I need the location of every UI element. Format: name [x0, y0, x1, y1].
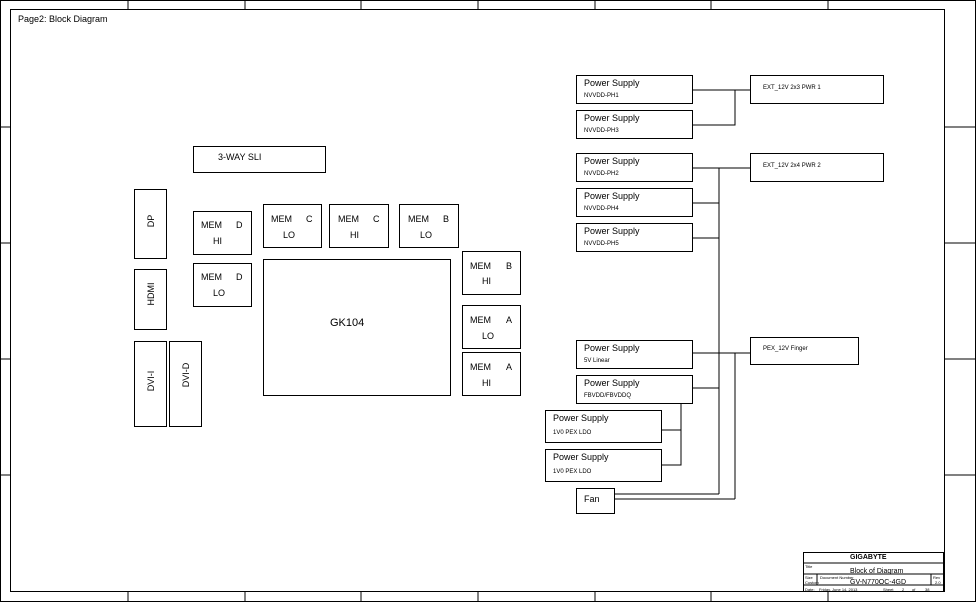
title-label: Title	[805, 564, 813, 569]
power-supply-rail: 1V0 PEX LDO	[553, 430, 592, 436]
power-supply-title: Power Supply	[553, 452, 609, 462]
power-supply-1v0-pex-ldo-2: Power Supply 1V0 PEX LDO	[545, 449, 662, 482]
mem-label: MEM	[338, 214, 359, 224]
mem-bank: HI	[213, 236, 222, 246]
title-block-lines	[803, 562, 944, 586]
power-supply-nvvdd-ph3: Power Supply NVVDD-PH3	[576, 110, 693, 139]
ext-12v-2x4-pwr2: EXT_12V 2x4 PWR 2	[750, 153, 884, 182]
connector-dvi-i: DVI-I	[134, 341, 167, 427]
power-supply-title: Power Supply	[584, 78, 640, 88]
size-value: Custom	[805, 580, 819, 585]
mem-label: MEM	[470, 261, 491, 271]
sheet-label: Sheet	[883, 587, 894, 592]
mem-c-hi: MEM C HI	[329, 204, 389, 248]
mem-b-lo: MEM B LO	[399, 204, 459, 248]
ext-12v-2x3-pwr1: EXT_12V 2x3 PWR 1	[750, 75, 884, 104]
size-label: Size	[805, 575, 813, 580]
power-supply-rail: 5V Linear	[584, 358, 610, 364]
fan-label: Fan	[584, 494, 600, 504]
mem-letter: C	[373, 214, 380, 224]
mem-letter: B	[506, 261, 513, 271]
mem-a-lo: MEM A LO	[462, 305, 521, 349]
mem-label: MEM	[408, 214, 429, 224]
mem-letter: D	[236, 272, 243, 282]
sheet-total: 38	[925, 587, 930, 592]
connector-hdmi: HDMI	[134, 269, 167, 330]
power-supply-rail: NVVDD-PH1	[584, 93, 619, 99]
power-supply-title: Power Supply	[584, 226, 640, 236]
mem-bank: LO	[420, 230, 433, 240]
power-supply-title: Power Supply	[553, 413, 609, 423]
power-supply-title: Power Supply	[584, 343, 640, 353]
connector-dp-label: DP	[146, 214, 156, 228]
mem-letter: C	[306, 214, 313, 224]
of-label: of	[912, 587, 916, 592]
sli-label: 3-WAY SLI	[218, 152, 262, 162]
mem-a-hi: MEM A HI	[462, 352, 521, 396]
mem-label: MEM	[271, 214, 292, 224]
fan-block: Fan	[576, 488, 615, 514]
page-title: Page2: Block Diagram	[18, 14, 108, 24]
pex-12v-finger: PEX_12V Finger	[750, 337, 859, 365]
mem-label: MEM	[470, 315, 491, 325]
power-supply-title: Power Supply	[584, 378, 640, 388]
mem-bank: LO	[482, 331, 495, 341]
title-block: GIGABYTE Title Block of Diagram Size Cus…	[803, 552, 944, 592]
mem-c-lo: MEM C LO	[263, 204, 322, 248]
date-label: Date:	[805, 587, 815, 592]
power-input-label: EXT_12V 2x4 PWR 2	[763, 163, 821, 169]
connector-dvi-d: DVI-D	[169, 341, 202, 427]
power-supply-rail: NVVDD-PH4	[584, 206, 619, 212]
gpu-block: GK104	[263, 259, 451, 396]
company-name: GIGABYTE	[850, 554, 887, 561]
doc-label: Document Number	[820, 575, 854, 580]
power-supply-nvvdd-ph5: Power Supply NVVDD-PH5	[576, 223, 693, 252]
connector-hdmi-label: HDMI	[146, 282, 156, 306]
connector-dvi-d-label: DVI-D	[181, 362, 191, 388]
mem-letter: B	[443, 214, 450, 224]
power-supply-rail: NVVDD-PH5	[584, 241, 619, 247]
power-supply-title: Power Supply	[584, 156, 640, 166]
power-supply-5v-linear: Power Supply 5V Linear	[576, 340, 693, 369]
mem-label: MEM	[470, 362, 491, 372]
power-supply-rail: NVVDD-PH3	[584, 128, 619, 134]
date-value: Friday, June 14, 2013	[819, 587, 858, 592]
mem-letter: A	[506, 362, 513, 372]
mem-label: MEM	[201, 220, 222, 230]
power-supply-rail: 1V0 PEX LDO	[553, 469, 592, 475]
rev-value: 2.0	[935, 580, 941, 585]
mem-label: MEM	[201, 272, 222, 282]
power-supply-fbvdd: Power Supply FBVDD/FBVDDQ	[576, 375, 693, 404]
sheet-number: 2	[902, 587, 905, 592]
power-supply-rail: NVVDD-PH2	[584, 171, 619, 177]
power-supply-nvvdd-ph2: Power Supply NVVDD-PH2	[576, 153, 693, 182]
mem-bank: HI	[482, 276, 491, 286]
mem-bank: HI	[482, 378, 491, 388]
mem-bank: HI	[350, 230, 359, 240]
connector-dvi-i-label: DVI-I	[146, 370, 156, 392]
mem-letter: D	[236, 220, 243, 230]
sli-block: 3-WAY SLI	[193, 146, 326, 173]
doc-number: GV-N770OC-4GD	[850, 579, 907, 586]
mem-letter: A	[506, 315, 513, 325]
mem-b-hi: MEM B HI	[462, 251, 521, 295]
power-supply-1v0-pex-ldo-1: Power Supply 1V0 PEX LDO	[545, 410, 662, 443]
power-supply-rail: FBVDD/FBVDDQ	[584, 393, 632, 399]
connector-dp: DP	[134, 189, 167, 259]
power-input-label: PEX_12V Finger	[763, 346, 808, 352]
power-supply-nvvdd-ph4: Power Supply NVVDD-PH4	[576, 188, 693, 217]
power-supply-title: Power Supply	[584, 191, 640, 201]
mem-bank: LO	[283, 230, 296, 240]
power-input-label: EXT_12V 2x3 PWR 1	[763, 85, 821, 91]
mem-d-hi: MEM D HI	[193, 211, 252, 255]
mem-bank: LO	[213, 288, 226, 298]
power-supply-title: Power Supply	[584, 113, 640, 123]
drawing-title: Block of Diagram	[850, 568, 904, 575]
rev-label: Rev	[933, 575, 941, 580]
power-supply-nvvdd-ph1: Power Supply NVVDD-PH1	[576, 75, 693, 104]
gpu-label: GK104	[330, 317, 365, 329]
mem-d-lo: MEM D LO	[193, 263, 252, 307]
